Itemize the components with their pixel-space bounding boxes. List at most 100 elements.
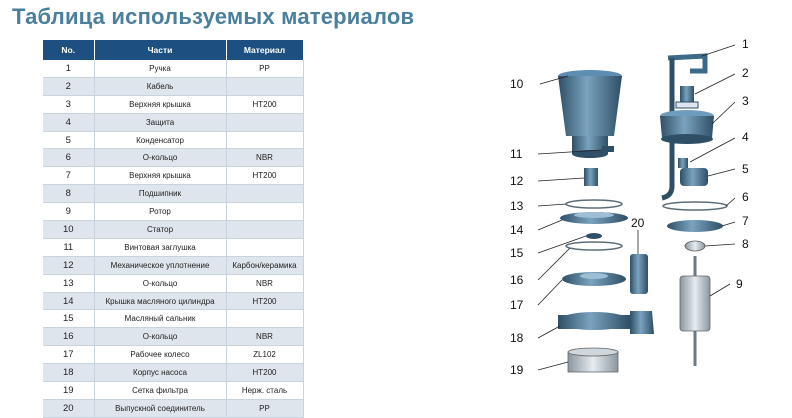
callout-14: 14 [510,223,524,237]
cell-material: PP [226,60,304,78]
part-o-ring-6 [662,201,728,211]
cell-part: Рабочее колесо [94,345,227,365]
cell-no: 18 [43,363,95,383]
column-header-no: No. [43,40,95,60]
cell-no: 3 [43,95,95,114]
part-filter-screen [567,347,619,373]
cell-no: 11 [43,238,95,257]
column-header-material: Материал [226,40,304,60]
cell-material [226,309,304,329]
part-capacitor [678,158,708,186]
cell-no: 8 [43,184,95,204]
cell-part: Механическое уплотнение [94,256,227,275]
cell-part: О-кольцо [94,327,227,347]
callout-11: 11 [510,147,523,161]
part-outlet-connector [630,254,648,294]
cell-part: Подшипник [94,184,227,204]
cell-no: 14 [43,292,95,311]
cell-material: HT200 [226,166,304,186]
cell-no: 12 [43,256,95,275]
cell-material: Нерж. сталь [226,381,304,400]
cell-part: Сетка фильтра [94,381,227,400]
page-title: Таблица используемых материалов [12,4,415,29]
cell-material: HT200 [226,95,304,114]
part-oil-cylinder-cover [560,212,628,224]
cell-part: Конденсатор [94,131,227,150]
pump-exploded-diagram: 1 2 3 4 5 6 7 8 9 10 11 12 13 14 15 16 1… [510,37,749,377]
cell-part: Ротор [94,202,227,222]
callout-15: 15 [510,246,524,260]
callout-17: 17 [510,298,524,312]
cell-no: 1 [43,60,95,78]
cell-no: 10 [43,220,95,239]
cell-no: 9 [43,202,95,222]
cell-material [226,184,304,204]
cell-part: Корпус насоса [94,363,227,383]
cell-material [226,77,304,96]
cell-part: Ручка [94,60,227,78]
part-oil-seal [586,233,602,239]
part-upper-cover [660,110,714,144]
cell-part: Кабель [94,77,227,96]
callout-12: 12 [510,174,524,188]
part-o-ring-13 [565,199,623,209]
cell-material: NBR [226,327,304,347]
cell-material [226,202,304,222]
cell-part: Статор [94,220,227,239]
callout-6: 6 [742,190,749,204]
cell-part: О-кольцо [94,148,227,168]
cell-material: ZL102 [226,345,304,365]
cell-material: PP [226,399,304,418]
callout-2: 2 [742,66,749,80]
part-impeller [562,272,626,286]
part-pump-body [558,311,654,334]
cell-material: NBR [226,148,304,168]
cell-part: Крышка масляного цилиндра [94,292,227,311]
callout-9: 9 [736,277,743,291]
part-o-ring-16 [565,241,623,251]
column-header-part: Части [94,40,227,60]
part-stator [558,70,622,158]
callout-19: 19 [510,363,524,377]
cell-material [226,220,304,239]
callout-1: 1 [742,37,749,51]
cell-part: Масляный сальник [94,309,227,329]
cell-no: 19 [43,381,95,400]
callout-5: 5 [742,162,749,176]
cell-material: NBR [226,274,304,293]
cell-no: 17 [43,345,95,365]
cell-no: 6 [43,148,95,168]
cell-material: HT200 [226,292,304,311]
part-mechanical-seal [584,168,598,186]
callout-3: 3 [742,94,749,108]
cell-material [226,238,304,257]
callout-8: 8 [742,237,749,251]
cell-material: Карбон/керамика [226,256,304,275]
callout-18: 18 [510,331,524,345]
cell-part: О-кольцо [94,274,227,293]
cell-part: Винтовая заглушка [94,238,227,257]
cell-no: 20 [43,399,95,418]
cell-no: 7 [43,166,95,186]
part-screw-plug [602,146,614,152]
callout-16: 16 [510,273,524,287]
cell-no: 16 [43,327,95,347]
part-bearing [684,240,706,252]
callout-4: 4 [742,130,749,144]
cell-no: 4 [43,113,95,132]
cell-material: HT200 [226,363,304,383]
